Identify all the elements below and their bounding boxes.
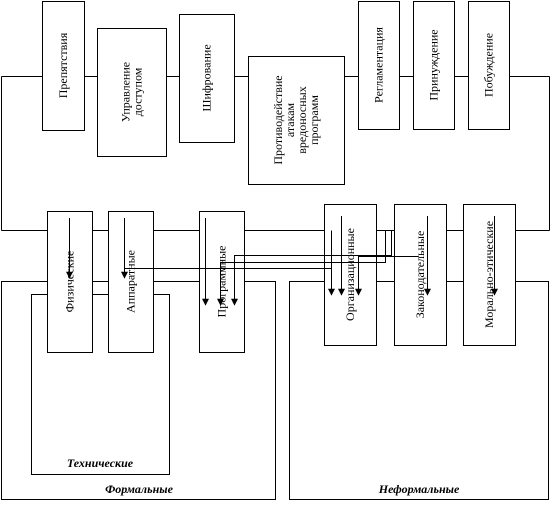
- method-label-line: Регламентация: [372, 27, 386, 103]
- method-label-line: доступом: [131, 67, 145, 116]
- means-label-line: Законодательные: [413, 231, 427, 319]
- method-box-upravlenie-dostupom: [97, 28, 167, 157]
- method-label-line: вредоносных: [295, 86, 309, 153]
- means-label-programmnye: Программные: [215, 246, 229, 318]
- method-label-protivodeystvie: Противодействиеатакамвредоносныхпрограмм: [271, 75, 321, 164]
- means-label-line: Аппаратные: [124, 250, 138, 313]
- method-label-pobuzhdenie: Побуждение: [482, 33, 496, 97]
- method-label-line: Побуждение: [482, 33, 496, 97]
- method-box-reglamentatsiya: [358, 1, 400, 130]
- means-label-line: Морально-этические: [482, 221, 496, 328]
- method-label-line: Принуждение: [427, 29, 441, 100]
- method-label-upravlenie-dostupom: Управлениедоступом: [119, 62, 145, 122]
- method-label-prinuzhdenie: Принуждение: [427, 29, 441, 100]
- means-label-zakonodatelnye: Законодательные: [413, 231, 427, 319]
- technical-group-label: Технические: [67, 456, 134, 470]
- means-label-line: Организационные: [343, 228, 357, 321]
- method-label-line: Препятствия: [56, 32, 70, 98]
- means-label-line: Физические: [63, 251, 77, 313]
- method-box-pobuzhdenie: [468, 1, 510, 130]
- means-box-organizatsionnye: [324, 204, 377, 346]
- means-label-moralno-eticheskie: Морально-этические: [482, 221, 496, 328]
- means-label-line: Программные: [215, 246, 229, 318]
- method-label-line: атакам: [283, 102, 297, 137]
- method-label-reglamentatsiya: Регламентация: [372, 27, 386, 103]
- means-box-zakonodatelnye: [394, 204, 447, 346]
- method-label-prepyatstviya: Препятствия: [56, 32, 70, 98]
- method-label-line: Шифрование: [200, 44, 214, 111]
- means-label-apparatnye: Аппаратные: [124, 250, 138, 313]
- technical-group-frame: [31, 294, 170, 475]
- method-label-line: Противодействие: [271, 75, 285, 164]
- relation-arrows: [66, 216, 498, 306]
- method-box-shifrovanie: [179, 14, 235, 143]
- means-box-programmnye: [199, 211, 245, 353]
- method-box-protivodeystvie: [248, 56, 345, 185]
- method-box-prinuzhdenie: [413, 1, 455, 130]
- method-label-line: программ: [307, 95, 321, 145]
- means-box-moralno-eticheskie: [463, 204, 516, 346]
- method-label-line: Управление: [119, 62, 133, 122]
- means-box-apparatnye: [108, 211, 154, 353]
- method-label-shifrovanie: Шифрование: [200, 44, 214, 111]
- means-label-organizatsionnye: Организационные: [343, 228, 357, 321]
- method-box-prepyatstviya: [42, 1, 85, 131]
- informal-group-label: Неформальные: [378, 482, 460, 496]
- means-label-fizicheskie: Физические: [63, 251, 77, 313]
- formal-group-label: Формальные: [105, 482, 173, 496]
